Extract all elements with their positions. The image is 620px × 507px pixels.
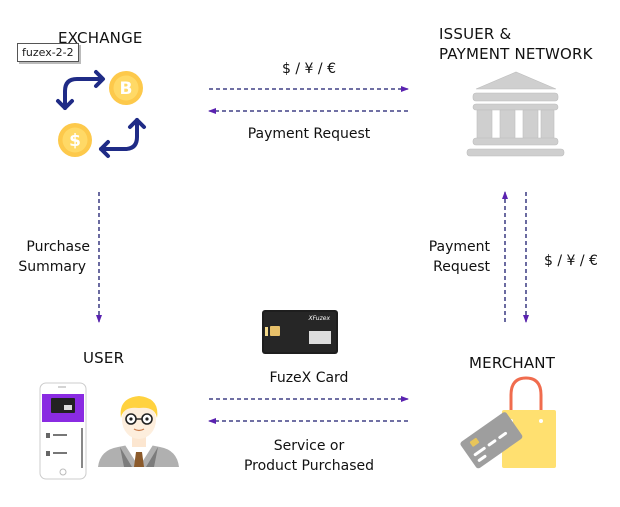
label-top-forward: $ / ¥ / € <box>282 61 336 77</box>
tooltip: fuzex-2-2 <box>17 43 79 62</box>
issuer-title-line2: PAYMENT NETWORK <box>439 45 593 63</box>
cycle-arrows-icon <box>56 70 146 158</box>
label-bottom-back-line2: Product Purchased <box>243 458 375 474</box>
label-left-line1: Purchase <box>26 239 90 255</box>
merchant-shopping-icon <box>460 376 556 469</box>
dollar-coin-icon: $ <box>58 123 92 157</box>
phone-app-icon <box>39 382 87 480</box>
bank-icon <box>466 71 565 157</box>
issuer-title-line1: ISSUER & <box>439 25 512 43</box>
bitcoin-coin-icon: B <box>109 71 143 105</box>
exchange-title: EXCHANGE <box>58 29 143 47</box>
exchange-icon: B $ <box>56 70 146 158</box>
merchant-title: MERCHANT <box>469 354 556 372</box>
svg-text:B: B <box>120 79 133 99</box>
fuzex-card-image: XFuzex <box>262 310 338 354</box>
credit-card-icon <box>460 412 523 469</box>
label-bottom-back-line1: Service or <box>273 438 345 454</box>
user-title: USER <box>83 349 125 367</box>
label-top-back: Payment Request <box>247 126 371 142</box>
label-bottom-forward: FuzeX Card <box>269 370 349 386</box>
label-right-up-line2: Request <box>433 259 490 275</box>
label-right-down: $ / ¥ / € <box>544 253 598 269</box>
label-right-up-line1: Payment <box>428 239 490 255</box>
label-left-line2: Summary <box>18 259 86 275</box>
user-avatar <box>98 396 179 467</box>
card-brand: XFuzex <box>307 315 330 322</box>
svg-text:$: $ <box>69 131 81 151</box>
